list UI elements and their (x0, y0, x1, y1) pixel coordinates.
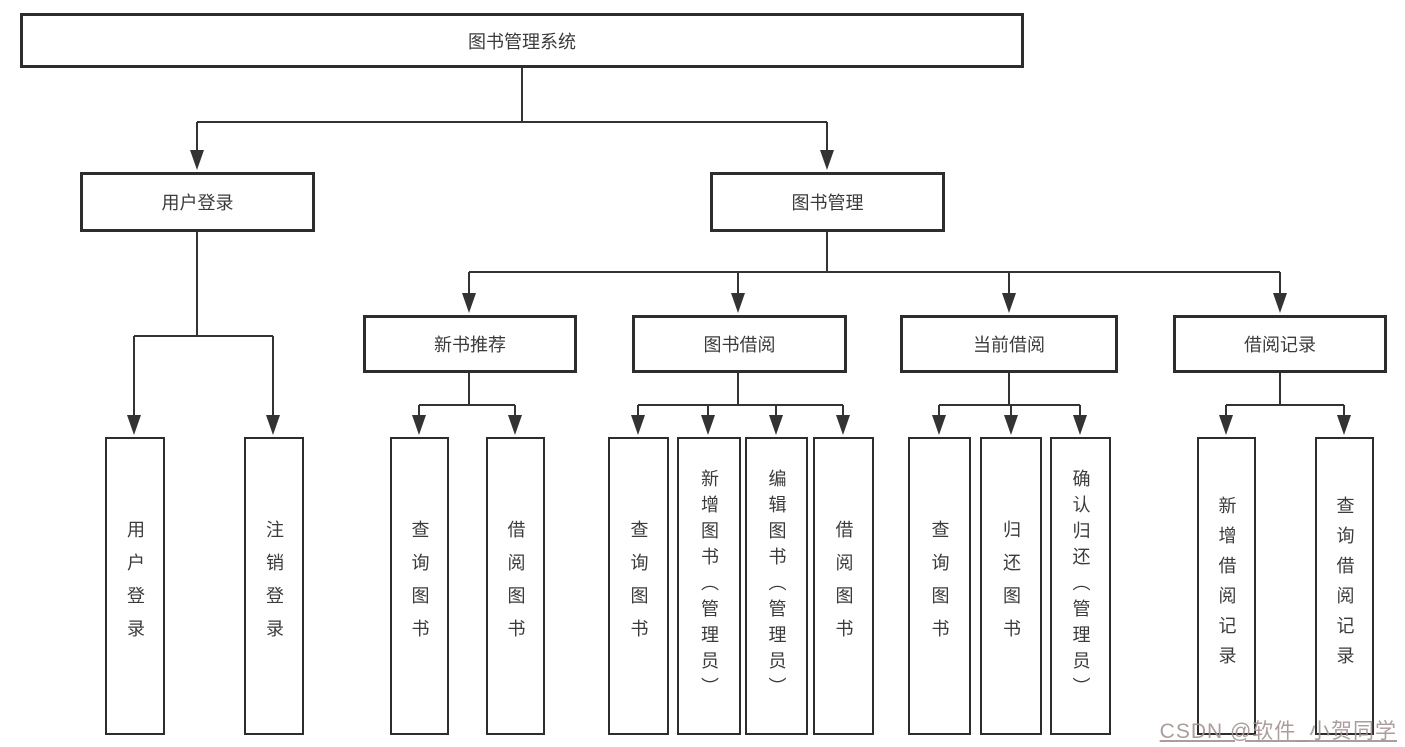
csdn-watermark: CSDN @软件_小贺同学 (1159, 720, 1397, 743)
leaf-edit-books-admin: 编辑图书（管理员） (745, 437, 808, 735)
leaf-borrow-books: 借阅图书 (813, 437, 874, 735)
node-current-borrow: 当前借阅 (900, 315, 1118, 373)
leaf-query-books-current: 查询图书 (908, 437, 971, 735)
leaf-label: 注销登录 (264, 520, 284, 652)
leaf-label: 查询图书 (929, 520, 950, 652)
leaf-label: 新增图书（管理员） (699, 469, 719, 703)
leaf-label: 查询借阅记录 (1334, 496, 1355, 676)
leaf-confirm-return-admin: 确认归还（管理员） (1050, 437, 1111, 735)
node-book-borrow: 图书借阅 (632, 315, 847, 373)
leaf-label: 编辑图书（管理员） (766, 469, 787, 703)
leaf-label: 确认归还（管理员） (1070, 469, 1091, 703)
leaf-add-books-admin: 新增图书（管理员） (677, 437, 741, 735)
arrowheads (127, 150, 1351, 435)
leaf-label: 查询图书 (628, 520, 649, 652)
leaf-query-books-recommend: 查询图书 (390, 437, 449, 735)
leaf-user-login: 用户登录 (105, 437, 165, 735)
leaf-logout: 注销登录 (244, 437, 304, 735)
leaf-add-borrow-record: 新增借阅记录 (1197, 437, 1256, 735)
leaf-label: 新增借阅记录 (1216, 496, 1237, 676)
leaf-label: 用户登录 (125, 520, 145, 652)
node-new-book-recommend: 新书推荐 (363, 315, 577, 373)
leaf-return-books: 归还图书 (980, 437, 1042, 735)
leaf-label: 借阅图书 (505, 520, 526, 652)
leaf-label: 借阅图书 (833, 520, 854, 652)
node-borrow-records: 借阅记录 (1173, 315, 1387, 373)
node-book-management: 图书管理 (710, 172, 945, 232)
leaf-query-borrow-record: 查询借阅记录 (1315, 437, 1374, 735)
leaf-query-books-borrow: 查询图书 (608, 437, 669, 735)
node-user-login: 用户登录 (80, 172, 315, 232)
node-root-system: 图书管理系统 (20, 13, 1024, 68)
leaf-label: 归还图书 (1001, 520, 1021, 652)
leaf-borrow-books-recommend: 借阅图书 (486, 437, 545, 735)
leaf-label: 查询图书 (409, 520, 430, 652)
